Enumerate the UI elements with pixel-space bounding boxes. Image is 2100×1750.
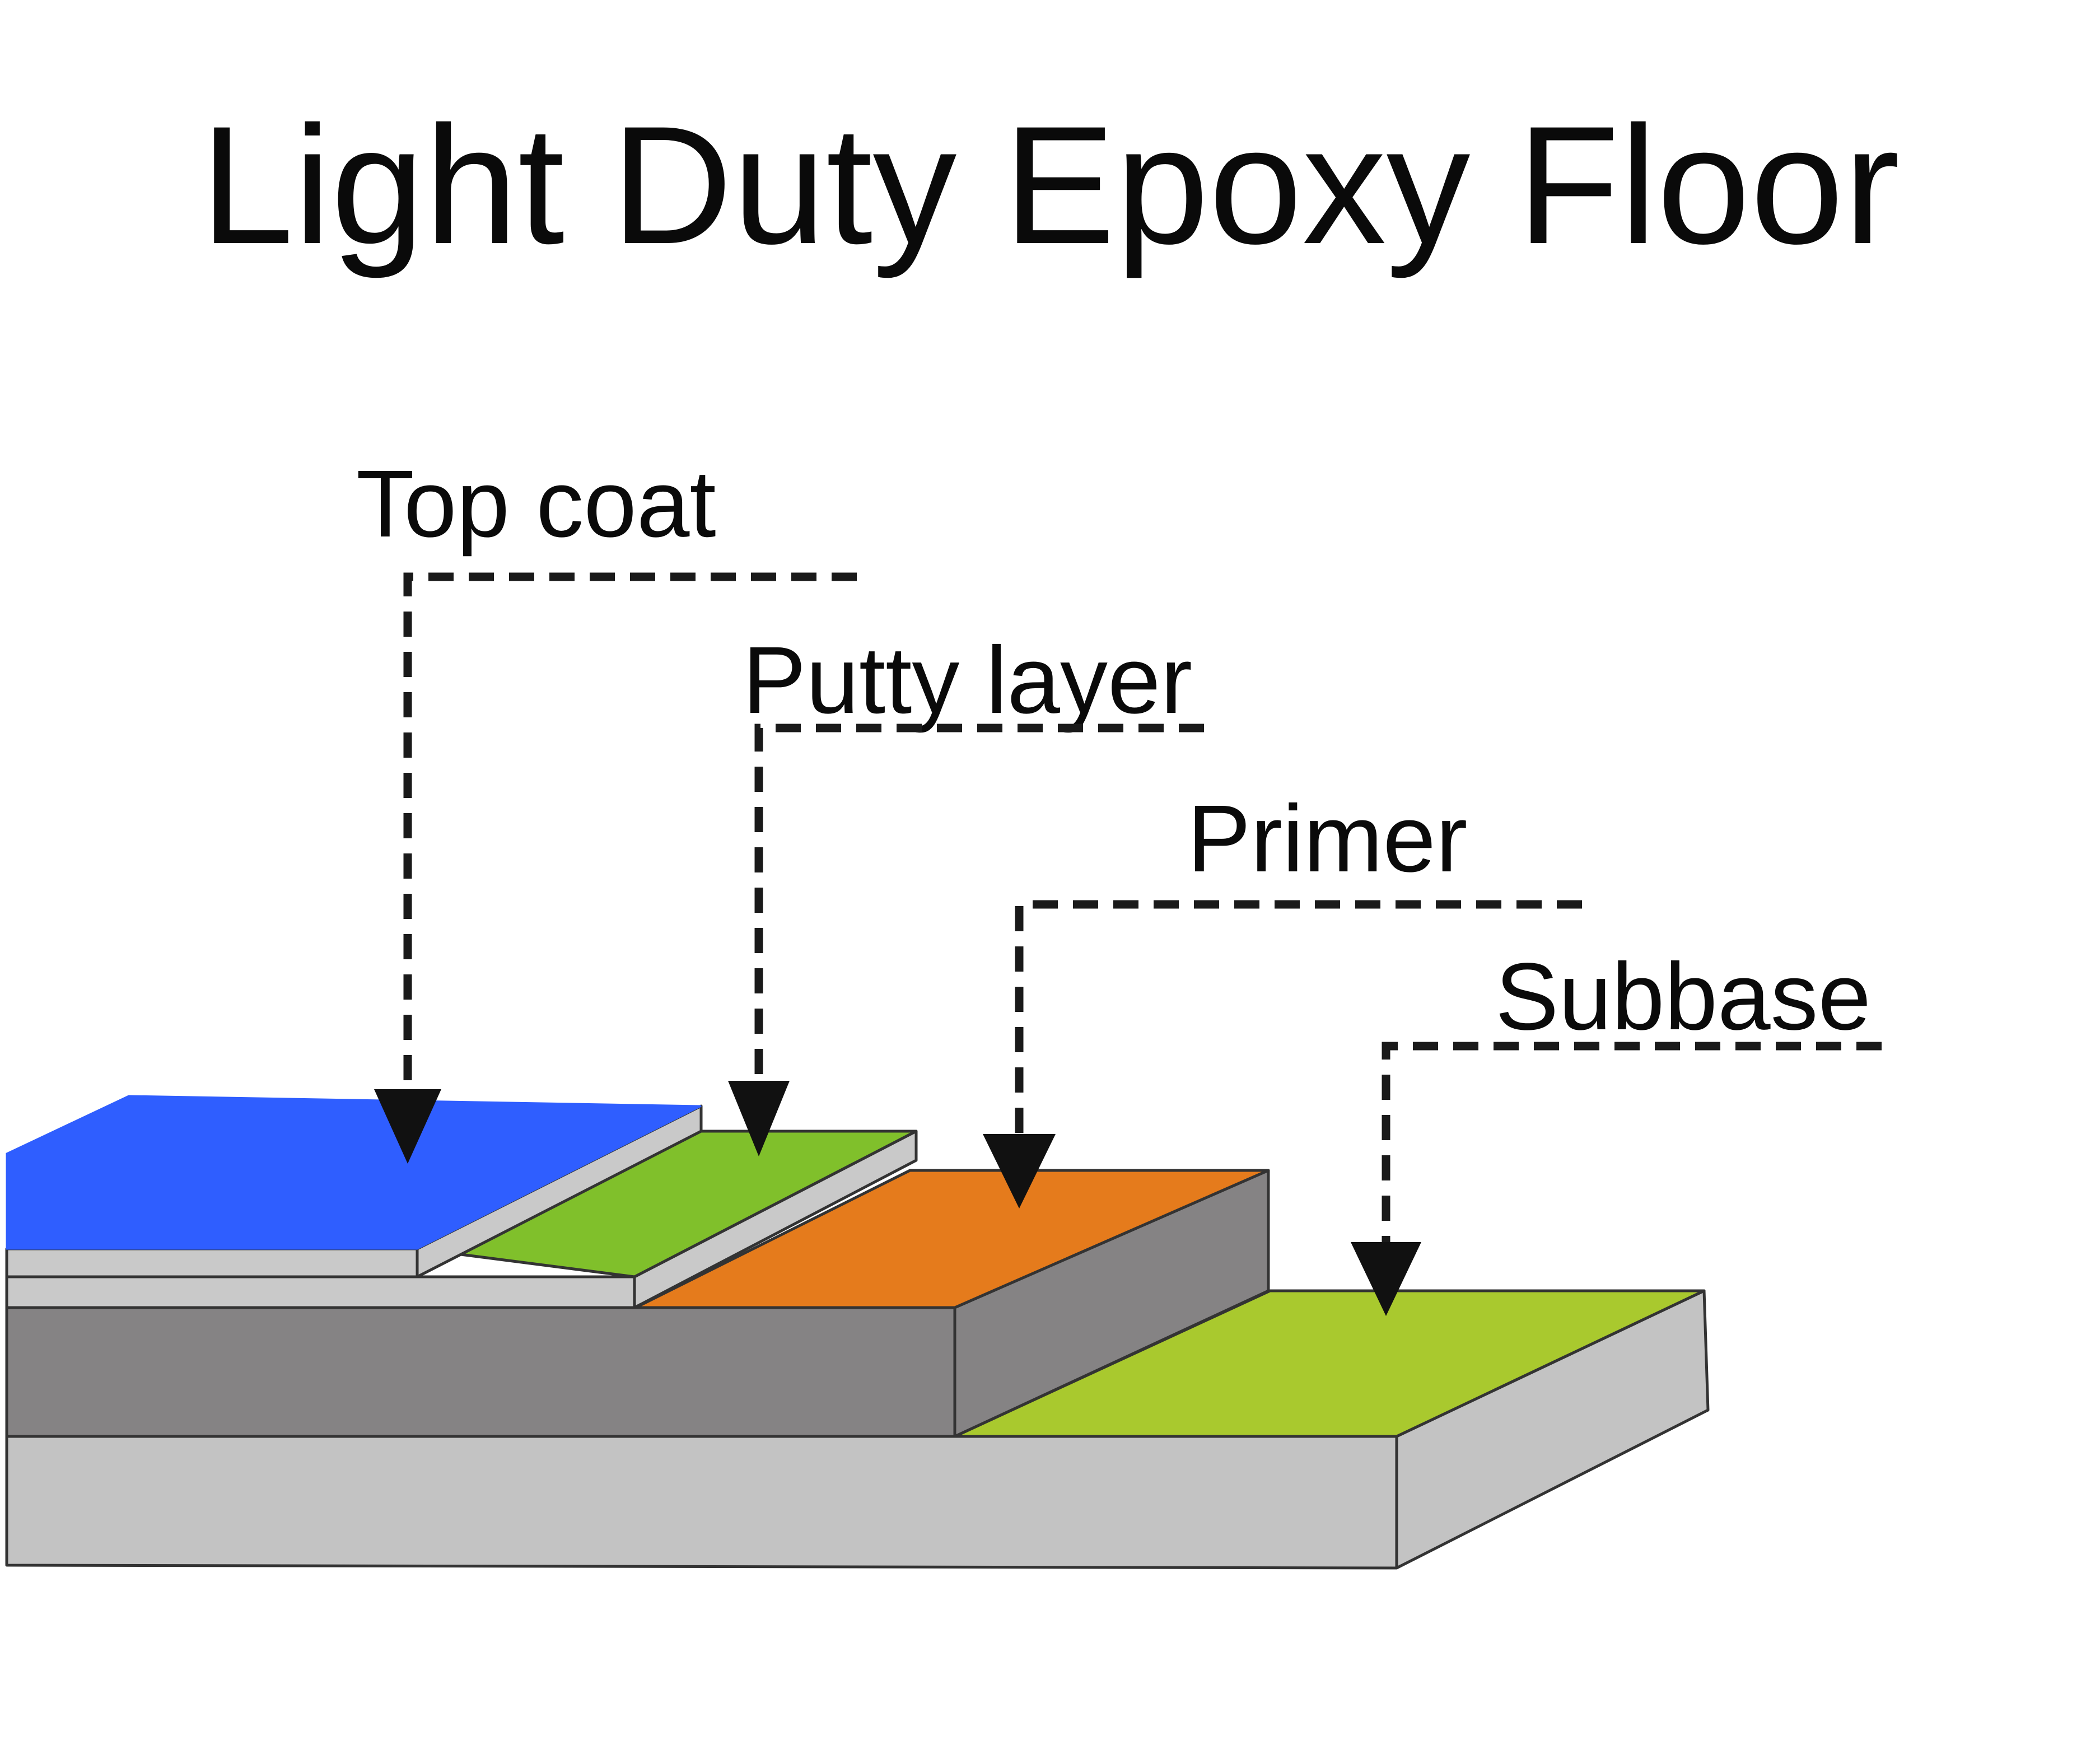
subbase-slab: [5, 1289, 1710, 1570]
putty-layer-leader-line: [754, 724, 1204, 1084]
subbase-slab-front: [5, 1435, 1398, 1570]
primer-top-surface: [634, 1169, 1270, 1309]
primer-leader-line: [1015, 900, 1582, 1137]
primer-arrowhead: [983, 1134, 1056, 1208]
top-coat-arrowhead: [374, 1089, 441, 1164]
top-coat-leader-line: [403, 572, 857, 1095]
label-subbase: Subbase: [1495, 944, 1872, 1050]
top-coat-top-surface: [6, 1095, 702, 1250]
label-top-coat: Top coat: [356, 451, 716, 557]
label-putty-layer: Putty layer: [743, 627, 1193, 734]
subbase-leader-line: [1382, 1042, 1882, 1243]
leader-lines: [374, 572, 1882, 1316]
top-coat-sheet: [5, 1095, 703, 1278]
putty-layer-arrowhead: [728, 1081, 790, 1156]
putty-layer-front: [5, 1275, 636, 1309]
top-coat-front: [5, 1247, 419, 1278]
primer-block-front: [5, 1306, 956, 1438]
putty-layer-sheet: [5, 1130, 918, 1309]
diagram-title: Light Duty Epoxy Floor: [200, 91, 1900, 279]
label-primer: Primer: [1187, 786, 1468, 892]
primer-block: [5, 1169, 1270, 1438]
subbase-arrowhead: [1351, 1242, 1421, 1316]
